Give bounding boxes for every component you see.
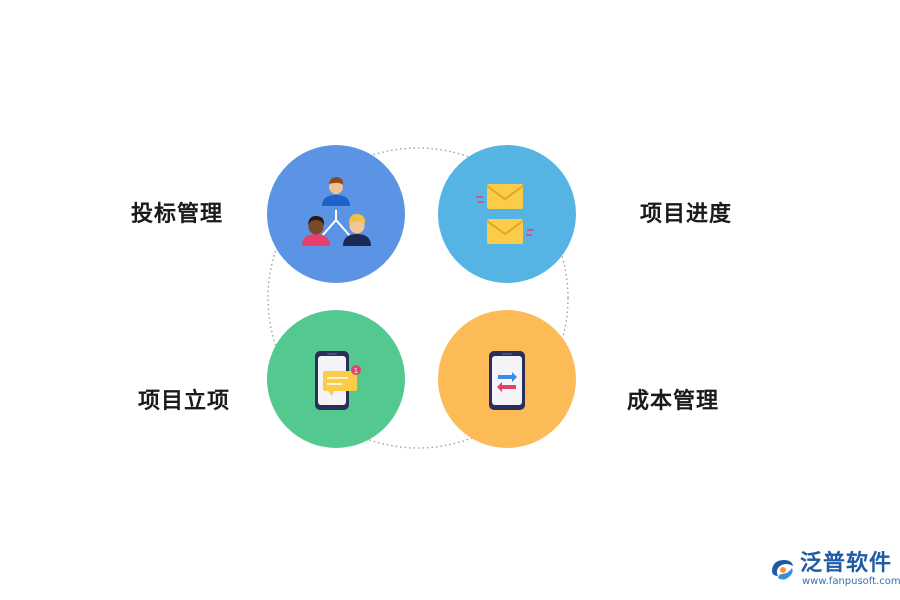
label-project-progress: 项目进度: [640, 202, 733, 227]
label-cost-management: 成本管理: [627, 389, 720, 414]
node-bottom-left: 1: [267, 310, 405, 448]
label-bid-management: 投标管理: [131, 202, 224, 227]
mail-envelopes-icon: [476, 184, 534, 244]
dotted-ring: [267, 147, 569, 449]
logo-url: www.fanpusoft.com: [802, 576, 900, 587]
node-top-right: [438, 145, 576, 283]
logo-title: 泛普软件: [800, 551, 893, 576]
notification-badge: 1: [354, 367, 358, 375]
phone-message-icon: 1: [315, 351, 361, 410]
fanpu-logo-icon: [772, 560, 793, 580]
node-bottom-right: [438, 310, 576, 448]
label-project-initiation: 项目立项: [138, 389, 231, 414]
node-top-right-circle: [438, 145, 576, 283]
node-top-left: [267, 145, 405, 283]
team-hierarchy-icon: [302, 177, 371, 246]
phone-transfer-icon: [489, 351, 525, 410]
brand-logo: 泛普软件 www.fanpusoft.com: [768, 552, 900, 588]
